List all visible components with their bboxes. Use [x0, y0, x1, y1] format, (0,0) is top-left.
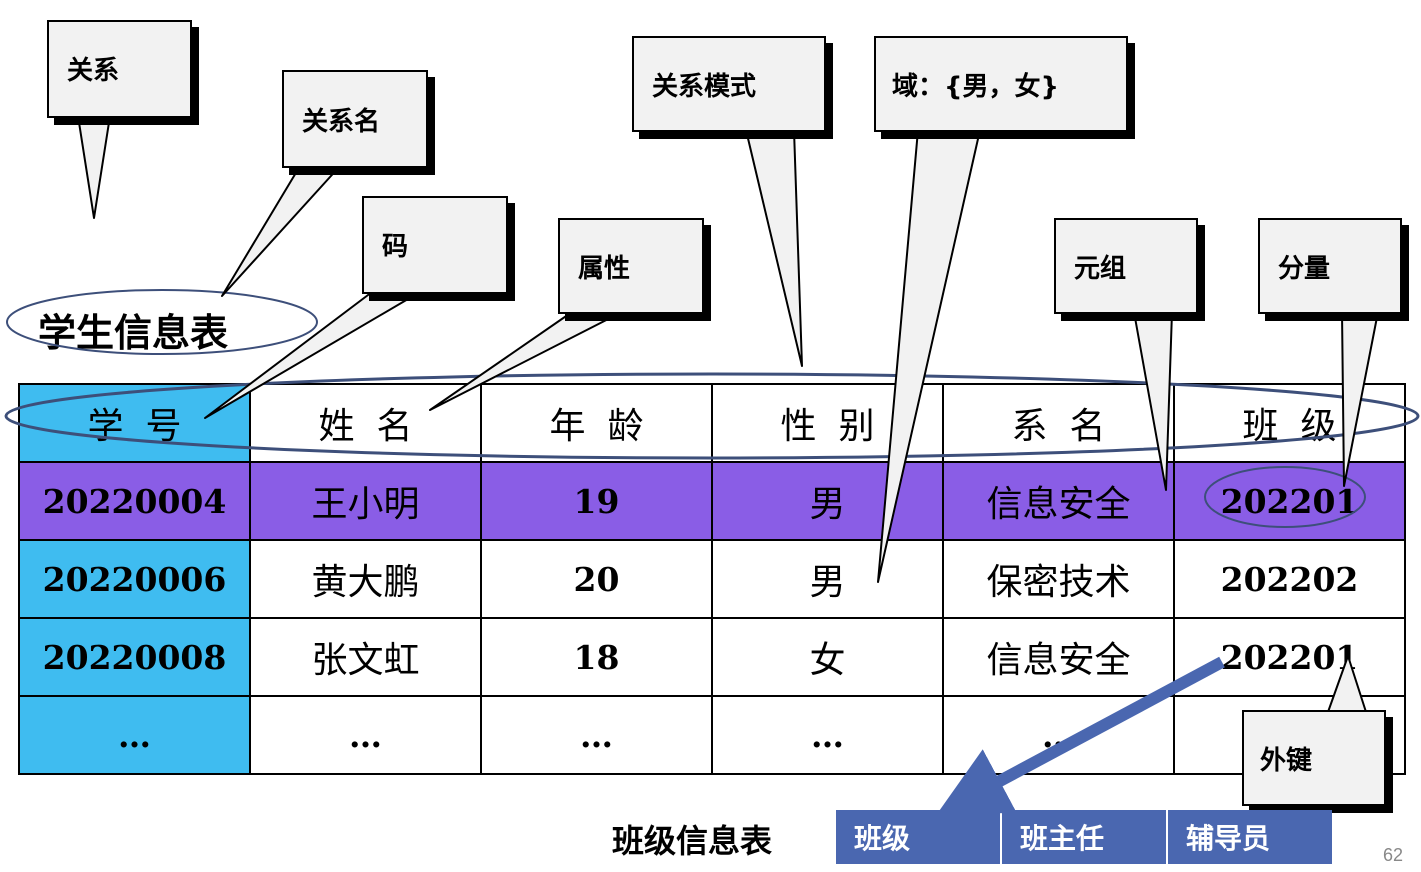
table-cell: … [18, 695, 251, 775]
table-cell: 20220004 [18, 461, 251, 541]
foreign-key-callout-text: 外键 [1260, 745, 1313, 776]
table-cell: 女 [711, 617, 944, 697]
table-row: 20220008 张文虹 18 女 信息安全 202201 [18, 617, 1406, 697]
table-cell: 20220008 [18, 617, 251, 697]
table-cell: 男 [711, 461, 944, 541]
relation-callout-text: 关系 [67, 56, 120, 86]
foreign-key-callout-tail [1327, 655, 1367, 713]
relation-callout-tail [77, 115, 111, 219]
relation-name-callout-text: 关系名 [302, 106, 381, 137]
table-row: 20220004 王小明 19 男 信息安全 202201 [18, 461, 1406, 541]
table-cell: … [249, 695, 482, 775]
title-oval [6, 289, 318, 355]
header-cell: 班级 [1173, 383, 1406, 463]
component-callout-tail [1341, 311, 1379, 487]
domain-callout-tail [877, 129, 981, 583]
relation-name-callout: 关系名 [282, 70, 428, 168]
key-callout-tail [204, 291, 421, 419]
key-callout-text: 码 [382, 232, 409, 262]
key-callout: 码 [362, 196, 508, 294]
class-table-label: 班级信息表 [612, 822, 773, 860]
page-number: 62 [1382, 845, 1403, 865]
table-row: 20220006 黄大鹏 20 男 保密技术 202202 [18, 539, 1406, 619]
table-cell: 19 [480, 461, 713, 541]
table-cell: 黄大鹏 [249, 539, 482, 619]
header-oval [4, 372, 1420, 460]
schema-callout: 关系模式 [632, 36, 826, 132]
table-cell: 20220006 [18, 539, 251, 619]
component-oval [1204, 466, 1366, 528]
attribute-callout-text: 属性 [578, 253, 631, 284]
relation-name-callout-tail [221, 165, 341, 297]
foreign-key-callout: 外键 [1242, 710, 1386, 806]
tuple-callout-text: 元组 [1074, 253, 1127, 284]
header-cell: 学号 [18, 383, 251, 463]
table-cell: 202201 [1173, 461, 1406, 541]
table-cell: 王小明 [249, 461, 482, 541]
foreign-key-arrow [936, 656, 1225, 815]
table-cell: … [480, 695, 713, 775]
tuple-callout-tail [1133, 311, 1173, 491]
table-cell: 信息安全 [942, 461, 1175, 541]
schema-callout-tail [745, 129, 803, 367]
table-row: … … … … … … [18, 695, 1406, 775]
table-cell: 信息安全 [942, 617, 1175, 697]
header-row: 学号 姓名 年龄 性别 系名 班级 [18, 383, 1406, 463]
student-table: 学号 姓名 年龄 性别 系名 班级 20220004 王小明 19 男 信息安全… [18, 383, 1406, 775]
relation-callout: 关系 [47, 20, 192, 118]
table-cell: 18 [480, 617, 713, 697]
table-cell: 男 [711, 539, 944, 619]
table-cell: 保密技术 [942, 539, 1175, 619]
schema-callout-text: 关系模式 [652, 71, 757, 102]
component-callout-text: 分量 [1278, 253, 1331, 284]
table-cell: 张文虹 [249, 617, 482, 697]
table-cell: 202202 [1173, 539, 1406, 619]
table-cell: 202201 [1173, 617, 1406, 697]
tuple-callout: 元组 [1054, 218, 1198, 314]
domain-callout: 域：{男，女} [874, 36, 1128, 132]
domain-callout-text: 域：{男，女} [892, 71, 1060, 102]
table-cell: … [711, 695, 944, 775]
component-callout: 分量 [1258, 218, 1402, 314]
attribute-callout: 属性 [558, 218, 704, 314]
attribute-callout-tail [429, 311, 623, 411]
class-table-header-cell: 辅导员 [1168, 810, 1332, 864]
table-cell: 20 [480, 539, 713, 619]
class-table-header-cell: 班主任 [1002, 810, 1166, 864]
header-cell: 年龄 [480, 383, 713, 463]
class-table-header-cell: 班级 [836, 810, 1000, 864]
